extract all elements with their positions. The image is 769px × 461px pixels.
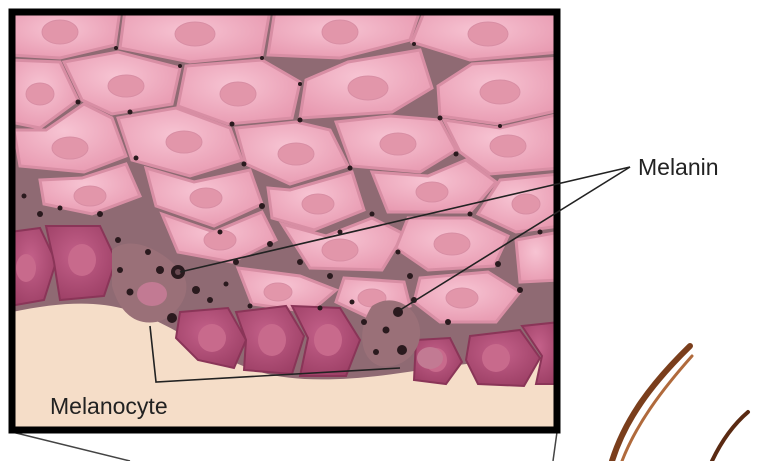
callout-connector-left	[12, 432, 130, 461]
melanin-label: Melanin	[638, 156, 719, 179]
epidermis-cross-section	[10, 10, 560, 430]
callout-connector-right	[553, 432, 557, 461]
melanocyte-label: Melanocyte	[50, 395, 168, 418]
hair-strand-icon	[612, 346, 748, 461]
